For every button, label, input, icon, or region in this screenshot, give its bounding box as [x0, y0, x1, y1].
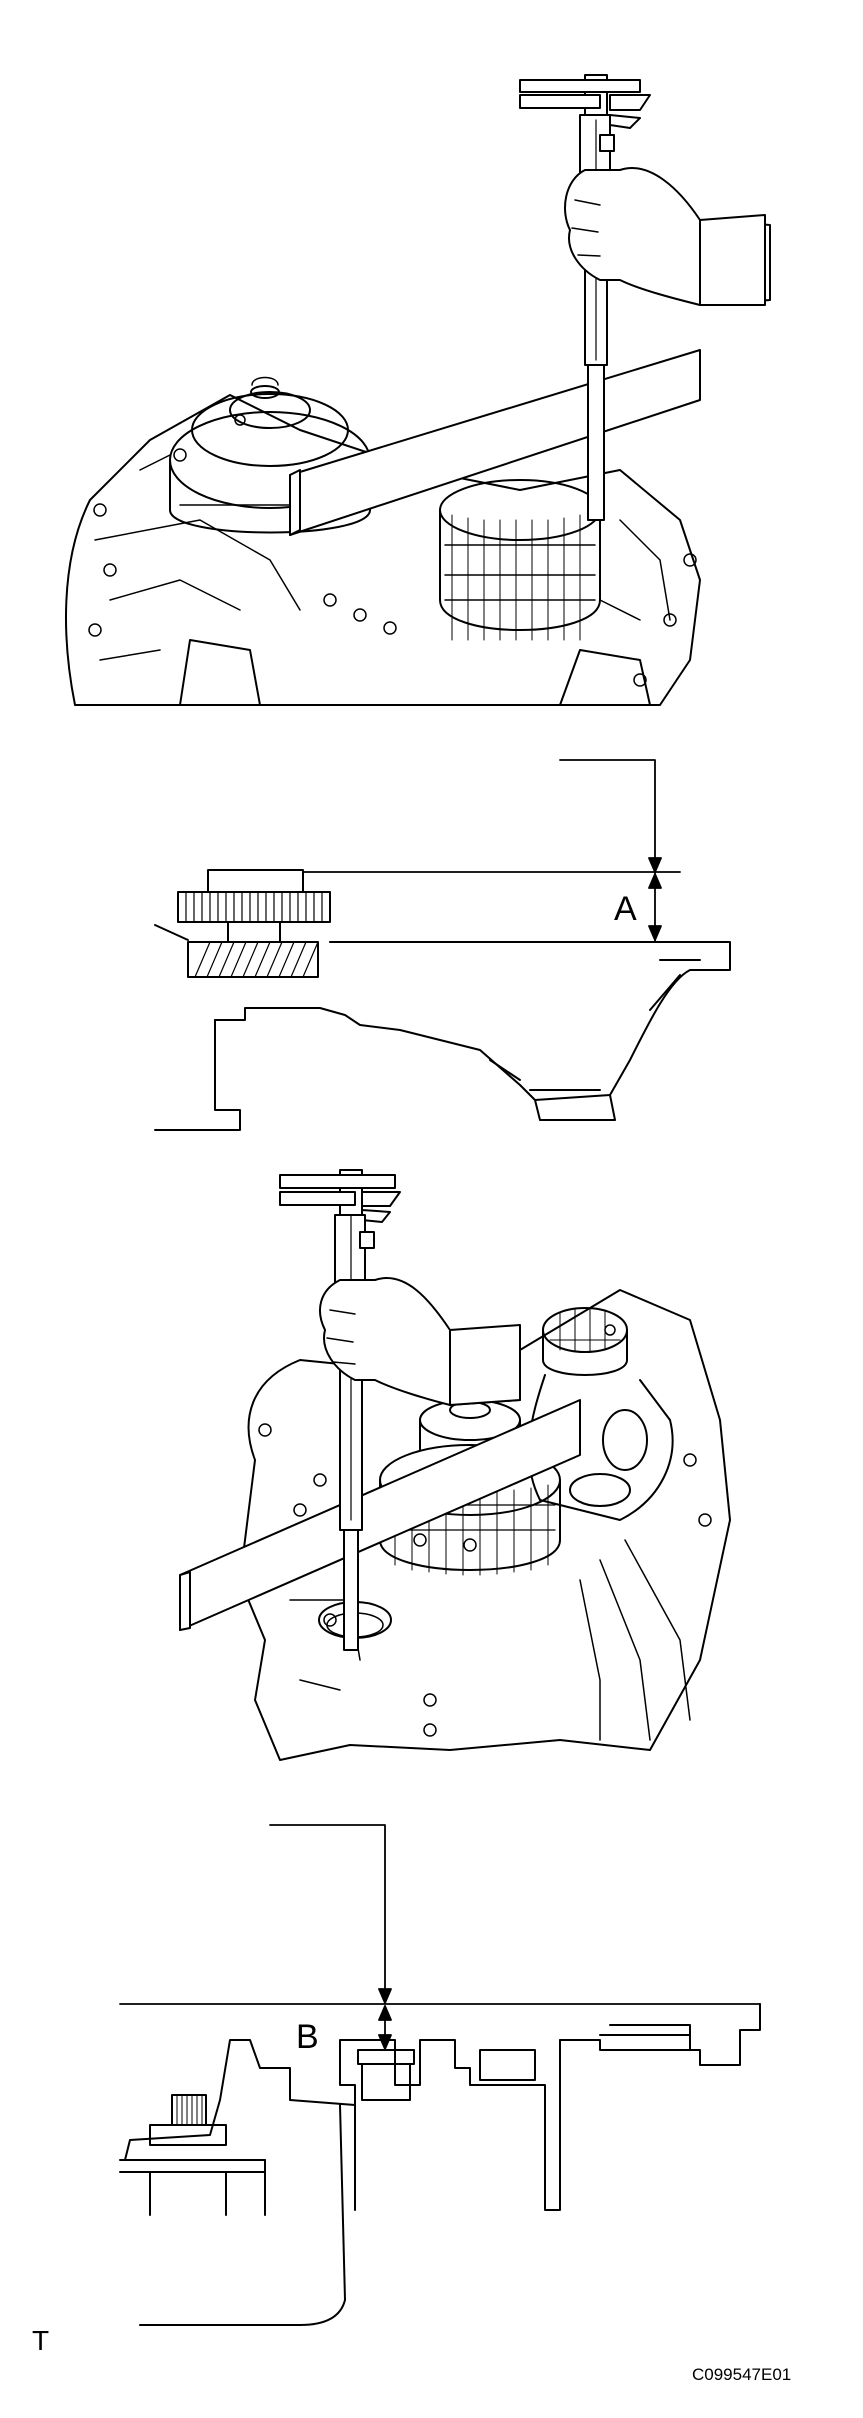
case-section-outline-a [214, 941, 731, 1121]
gear-stack-1 [439, 479, 601, 641]
flange-bolt-holes-1 [88, 414, 697, 687]
figure-code-label: C099547E01 [692, 2365, 791, 2384]
dimension-a-label: A [614, 890, 637, 928]
panel-2-section-dimension-a: A [154, 759, 731, 1131]
case-ribs-3 [289, 1539, 691, 1741]
hand-holding-caliper-3 [319, 1277, 521, 1406]
case-section-outline-b [124, 2003, 761, 2211]
gear-on-shaft-b [119, 2094, 266, 2216]
case-lower-wall-b [139, 2039, 571, 2326]
bearing-race-b [357, 2049, 415, 2101]
corner-mark-t: T [32, 2325, 49, 2356]
panel-4-section-dimension-b: B [119, 1824, 761, 2326]
dimension-b-label: B [296, 2018, 319, 2056]
straightedge-1-end [289, 469, 301, 536]
straightedge-3 [179, 1399, 581, 1631]
case-pocket-b [599, 2024, 691, 2051]
case-inner-pocket-b [479, 2049, 536, 2081]
left-reference-stub [154, 924, 189, 941]
case-flange-detail-1 [94, 454, 671, 661]
panel-1-caliper-on-case [65, 74, 771, 706]
hand-holding-caliper-1 [564, 167, 771, 306]
panel-3-caliper-on-bore [179, 1169, 731, 1761]
differential-assembly [527, 1307, 674, 1521]
straightedge-1 [289, 349, 701, 536]
hatched-bearing-section [187, 941, 319, 978]
gear-teeth-a [177, 891, 331, 923]
gear-shaft [227, 921, 281, 943]
case-section-inner-a [154, 959, 701, 1131]
dimension-b-annotation [269, 1824, 392, 2050]
straightedge-3-end [179, 1571, 191, 1631]
gear-top-cap [207, 869, 304, 893]
dimension-a-annotation [302, 759, 681, 943]
